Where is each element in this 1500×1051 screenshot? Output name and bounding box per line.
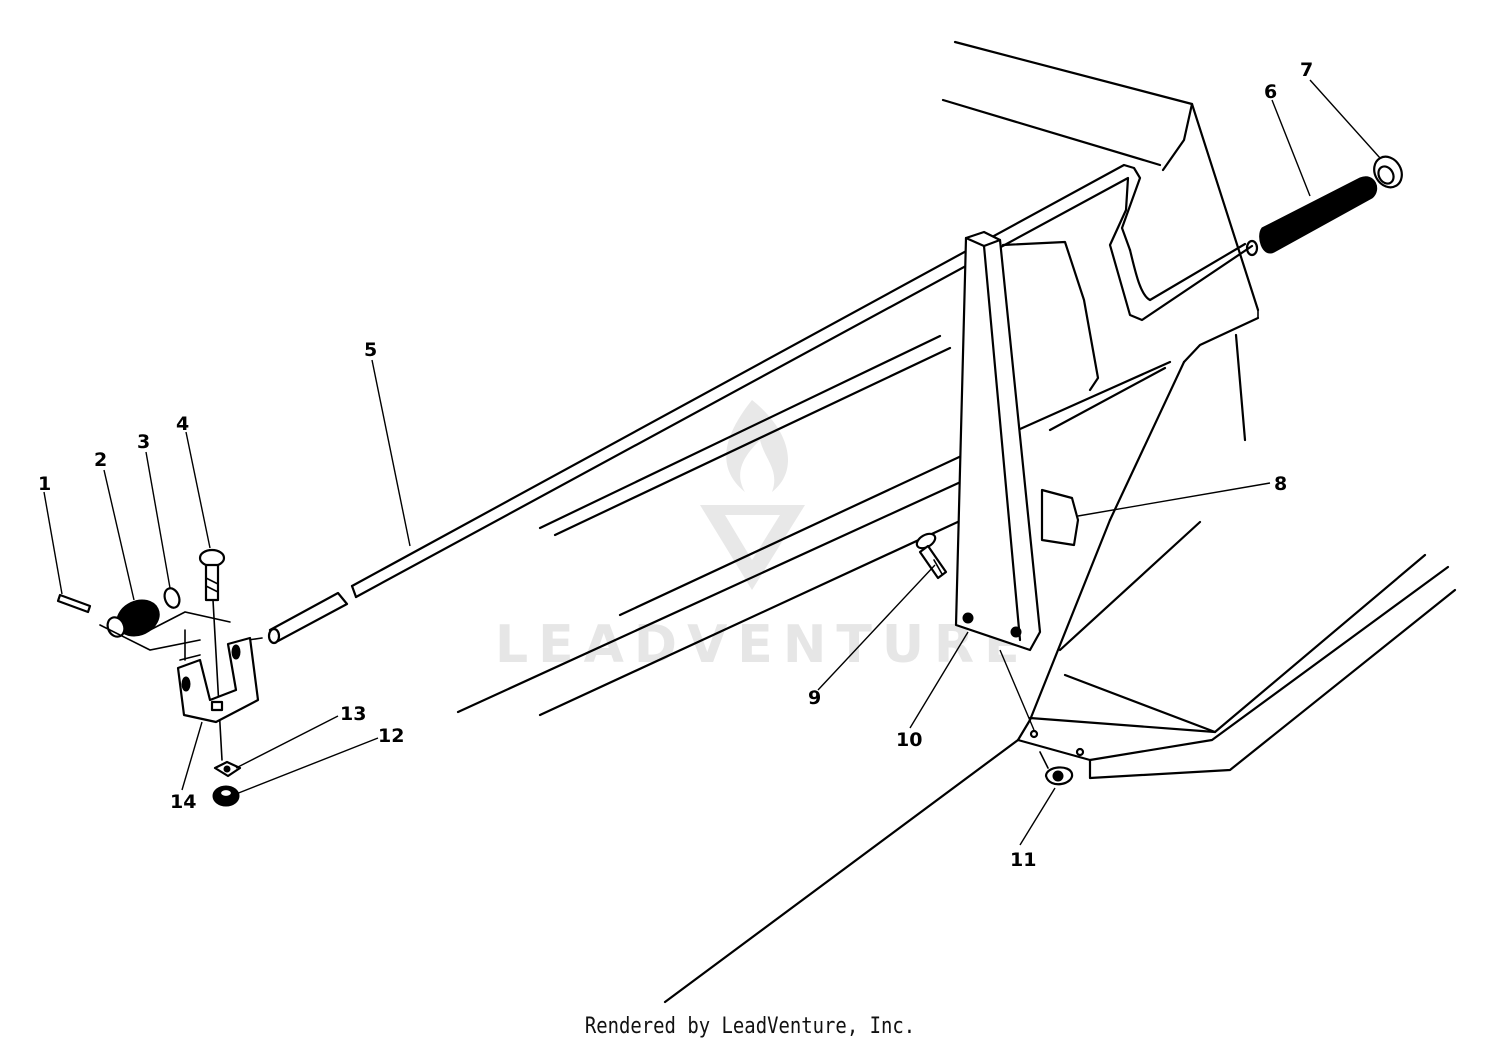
callout-11: 11 xyxy=(1010,849,1036,871)
callout-6: 6 xyxy=(1264,81,1277,103)
part-1-pin xyxy=(56,593,92,614)
callout-2: 2 xyxy=(94,449,107,471)
leader-lines xyxy=(43,79,1381,846)
part-4-bolt xyxy=(198,548,226,761)
watermark-text: LEADVENTURE xyxy=(495,615,1030,675)
watermark-logo-icon xyxy=(700,400,805,590)
callout-14: 14 xyxy=(170,791,196,813)
callout-12: 12 xyxy=(378,725,404,747)
callout-3: 3 xyxy=(137,431,150,453)
part-10-bracket xyxy=(954,230,1042,652)
callout-1: 1 xyxy=(38,473,51,495)
part-8-plate xyxy=(1040,488,1080,547)
part-9-bolt xyxy=(915,532,948,580)
watermark: LEADVENTURE xyxy=(495,400,1030,675)
part-14-clevis xyxy=(176,636,260,724)
part-11-nut xyxy=(1039,751,1074,786)
part-5-rod xyxy=(267,163,1259,645)
part-12-nut xyxy=(212,785,240,807)
housing-outline xyxy=(456,40,1457,1004)
callouts: 1 2 3 4 5 6 7 8 9 10 11 12 13 14 xyxy=(38,59,1313,871)
callout-8: 8 xyxy=(1274,473,1287,495)
callout-9: 9 xyxy=(808,687,821,709)
part-13-washer xyxy=(213,760,242,778)
callout-4: 4 xyxy=(176,413,189,435)
part-2-spring xyxy=(106,599,160,638)
footer-credit: Rendered by LeadVenture, Inc. xyxy=(584,1014,916,1039)
part-3-washer xyxy=(163,587,181,609)
part-7-cap xyxy=(1373,155,1403,189)
part-6-grip xyxy=(1259,176,1378,254)
callout-13: 13 xyxy=(340,703,366,725)
callout-5: 5 xyxy=(364,339,377,361)
callout-7: 7 xyxy=(1300,59,1313,81)
callout-10: 10 xyxy=(896,729,922,751)
